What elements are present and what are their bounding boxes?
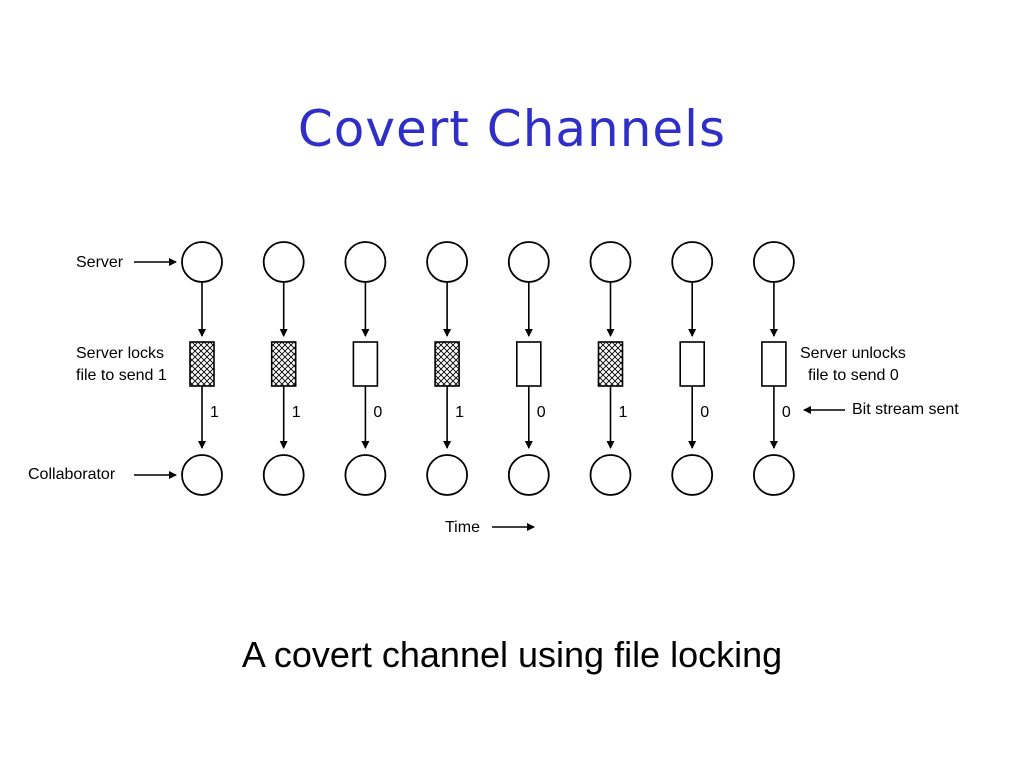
bit-label-4: 1: [455, 404, 464, 421]
collaborator-node-5: [507, 454, 550, 496]
server-node-3: [344, 241, 387, 283]
locked-file-1: [189, 341, 215, 387]
collaborator-node-6: [589, 454, 632, 496]
collaborator-label: Collaborator: [28, 466, 116, 483]
bit-label-5: 0: [537, 404, 546, 421]
unlocks-label-line1: Server unlocks: [800, 345, 906, 362]
collaborator-node-8: [753, 454, 795, 496]
locked-file-2: [270, 341, 297, 387]
bit-label-2: 1: [292, 404, 301, 421]
collaborator-node-2: [262, 454, 305, 496]
time-slot-columns: 1 1 0 1 0 1 0 0: [181, 241, 795, 496]
server-node-5: [507, 241, 550, 283]
slide-title: Covert Channels: [297, 100, 727, 158]
server-node-4: [426, 241, 469, 283]
collaborator-node-7: [671, 454, 714, 496]
server-node-7: [671, 241, 714, 283]
server-node-6: [589, 241, 632, 283]
bit-stream-label: Bit stream sent: [852, 401, 959, 418]
server-node-1: [181, 241, 223, 283]
collaborator-node-4: [426, 454, 469, 496]
locks-label-line2: file to send 1: [76, 367, 167, 384]
bit-label-1: 1: [210, 404, 219, 421]
unlocked-file-8: [761, 341, 787, 387]
locked-file-4: [434, 341, 460, 387]
server-node-2: [262, 241, 305, 283]
time-label: Time: [445, 519, 480, 536]
unlocked-file-7: [679, 341, 706, 387]
bit-label-3: 0: [373, 404, 382, 421]
unlocks-label-line2: file to send 0: [808, 367, 899, 384]
bit-label-8: 0: [782, 404, 791, 421]
slide-caption: A covert channel using file locking: [241, 634, 783, 675]
collaborator-node-1: [181, 454, 223, 496]
locks-label-line1: Server locks: [76, 345, 164, 362]
bit-label-7: 0: [700, 404, 709, 421]
bit-label-6: 1: [619, 404, 628, 421]
server-label: Server: [76, 254, 124, 271]
server-node-8: [753, 241, 795, 283]
unlocked-file-3: [352, 341, 379, 387]
unlocked-file-5: [515, 341, 542, 387]
collaborator-node-3: [344, 454, 387, 496]
locked-file-6: [597, 341, 624, 387]
